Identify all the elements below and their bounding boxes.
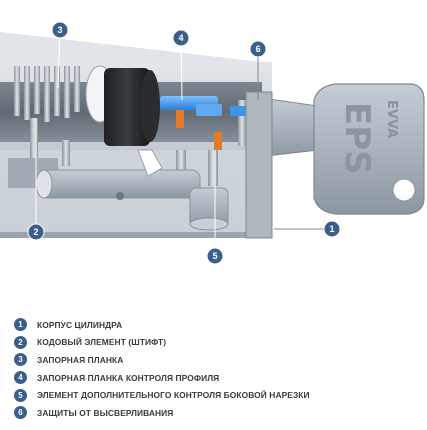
svg-text:1: 1 — [329, 224, 334, 234]
key-brand-top: EVVA — [384, 100, 399, 138]
svg-text:4: 4 — [178, 33, 183, 43]
callout-5: 5 — [206, 247, 224, 265]
legend-badge: 3 — [14, 353, 27, 367]
key: EVVA EPS — [247, 83, 425, 215]
legend-badge: 1 — [14, 318, 27, 332]
legend-label: КОДОВЫЙ ЭЛЕМЕНТ (ШТИФТ) — [37, 337, 167, 348]
legend-label: ЗАПОРНАЯ ПЛАНКА КОНТРОЛЯ ПРОФИЛЯ — [37, 372, 220, 383]
svg-text:2: 2 — [33, 227, 38, 237]
lock-cylinder-diagram: EVVA EPS — [0, 21, 425, 265]
legend: 1 КОРПУС ЦИЛИНДРА 2 КОДОВЫЙ ЭЛЕМЕНТ (ШТИ… — [14, 316, 424, 422]
key-brand-main: EPS — [337, 102, 377, 175]
legend-item-4: 4 ЗАПОРНАЯ ПЛАНКА КОНТРОЛЯ ПРОФИЛЯ — [14, 369, 424, 387]
legend-item-1: 1 КОРПУС ЦИЛИНДРА — [14, 316, 424, 334]
callout-2: 2 — [27, 223, 45, 241]
callout-3: 3 — [51, 21, 69, 39]
legend-item-2: 2 КОДОВЫЙ ЭЛЕМЕНТ (ШТИФТ) — [14, 334, 424, 352]
callout-1: 1 — [323, 220, 341, 238]
legend-item-6: 6 ЗАЩИТЫ ОТ ВЫСВЕРЛИВАНИЯ — [14, 404, 424, 422]
legend-badge: 6 — [14, 406, 27, 420]
legend-badge: 5 — [14, 388, 27, 402]
pin-stacks — [14, 66, 246, 186]
legend-item-5: 5 ЭЛЕМЕНТ ДОПОЛНИТЕЛЬНОГО КОНТРОЛЯ БОКОВ… — [14, 386, 424, 404]
legend-label: ЭЛЕМЕНТ ДОПОЛНИТЕЛЬНОГО КОНТРОЛЯ БОКОВОЙ… — [37, 390, 310, 401]
cam — [85, 65, 163, 177]
legend-label: КОРПУС ЦИЛИНДРА — [37, 319, 123, 330]
svg-text:6: 6 — [255, 44, 260, 54]
legend-item-3: 3 ЗАПОРНАЯ ПЛАНКА — [14, 351, 424, 369]
key-ring-hole — [392, 178, 416, 202]
legend-badge: 4 — [14, 371, 27, 385]
profile-locking-bar — [160, 96, 246, 150]
svg-text:3: 3 — [57, 25, 62, 35]
svg-text:5: 5 — [212, 251, 217, 261]
callout-4: 4 — [172, 29, 190, 47]
legend-label: ЗАПОРНАЯ ПЛАНКА — [37, 354, 124, 365]
legend-label: ЗАЩИТЫ ОТ ВЫСВЕРЛИВАНИЯ — [37, 407, 174, 418]
legend-badge: 2 — [14, 335, 27, 349]
callout-6: 6 — [249, 40, 267, 58]
bottom-rods — [35, 169, 229, 231]
